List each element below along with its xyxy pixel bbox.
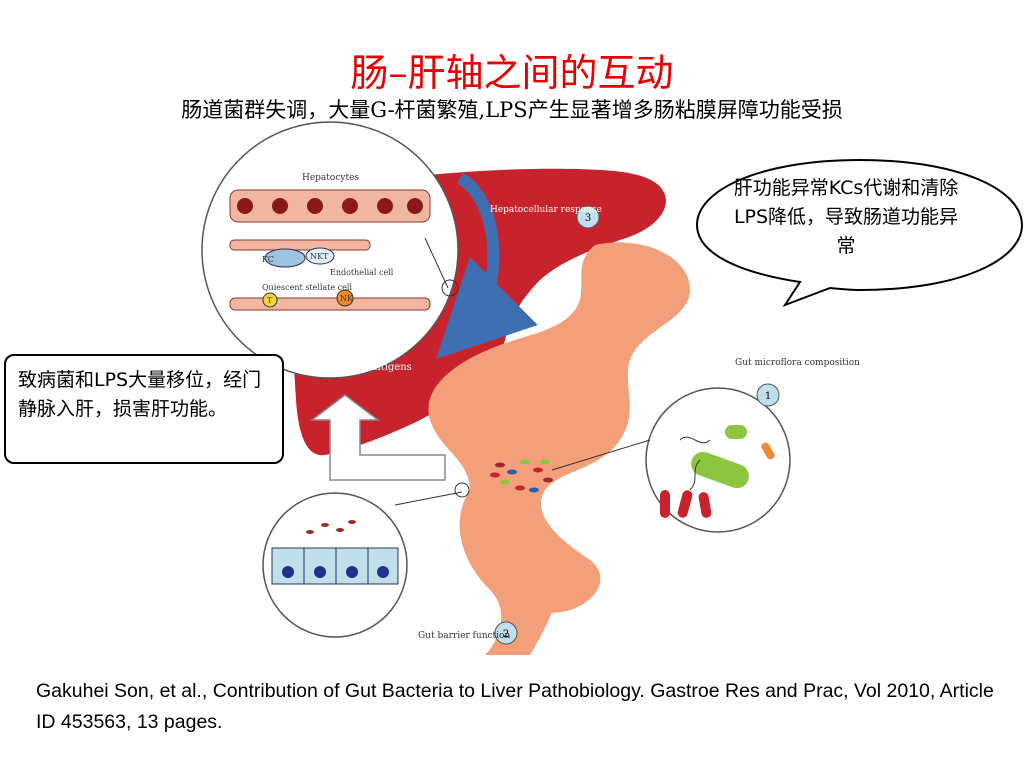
kc-label: KC — [262, 255, 274, 264]
translocation-callout: 致病菌和LPS大量移位，经门静脉入肝，损害肝功能。 — [4, 354, 284, 464]
slide-subtitle: 肠道菌群失调，大量G-杆菌繁殖,LPS产生显著增多肠粘膜屏障功能受损 — [181, 98, 843, 122]
t-cell-label: T — [267, 296, 273, 305]
epithelial-cells — [271, 520, 399, 585]
marker-3-label: 3 — [585, 213, 591, 224]
barrier-connector — [394, 491, 463, 506]
intestine-lower-loop — [459, 490, 560, 655]
citation-text: Gakuhei Son, et al., Contribution of Gut… — [36, 680, 994, 733]
liver-connector — [424, 237, 449, 289]
gut-derived-antigens-label: Gut-derived antigens — [305, 362, 412, 373]
gut-microflora-label: Gut microflora composition — [735, 358, 860, 368]
marker-2 — [494, 621, 518, 645]
stellate-cell-label: Quiescent stellate cell — [262, 283, 352, 292]
speech-bubble-text: 肝功能异常KCs代谢和清除LPS降低，导致肠道功能异常 — [733, 177, 959, 257]
slide-title: 肠–肝轴之间的互动 — [350, 51, 674, 95]
marker-1 — [756, 383, 780, 407]
intestine-focus-ring — [454, 482, 470, 498]
nk-cell-label: NK — [340, 294, 354, 303]
endothelial-cell-label: Endothelial cell — [330, 268, 394, 277]
microflora-connector — [551, 439, 651, 471]
microflora-bacteria — [660, 425, 775, 518]
blue-curved-arrow — [436, 172, 538, 359]
gut-barrier-label: Gut barrier function — [418, 631, 510, 641]
translocation-arrow — [309, 394, 446, 481]
hepatocytes-label: Hepatocytes — [302, 173, 359, 183]
marker-3 — [576, 205, 600, 229]
nkt-label: NKT — [310, 252, 329, 261]
marker-1-label: 1 — [765, 391, 771, 402]
speech-bubble — [695, 158, 1024, 308]
intestinal-bacteria — [490, 459, 553, 493]
liver-focus-ring — [441, 279, 459, 297]
hepatocellular-response-label: Hepatocellular response — [490, 205, 602, 215]
marker-2-label: 2 — [503, 629, 509, 640]
hepatocyte-cells — [229, 189, 431, 311]
